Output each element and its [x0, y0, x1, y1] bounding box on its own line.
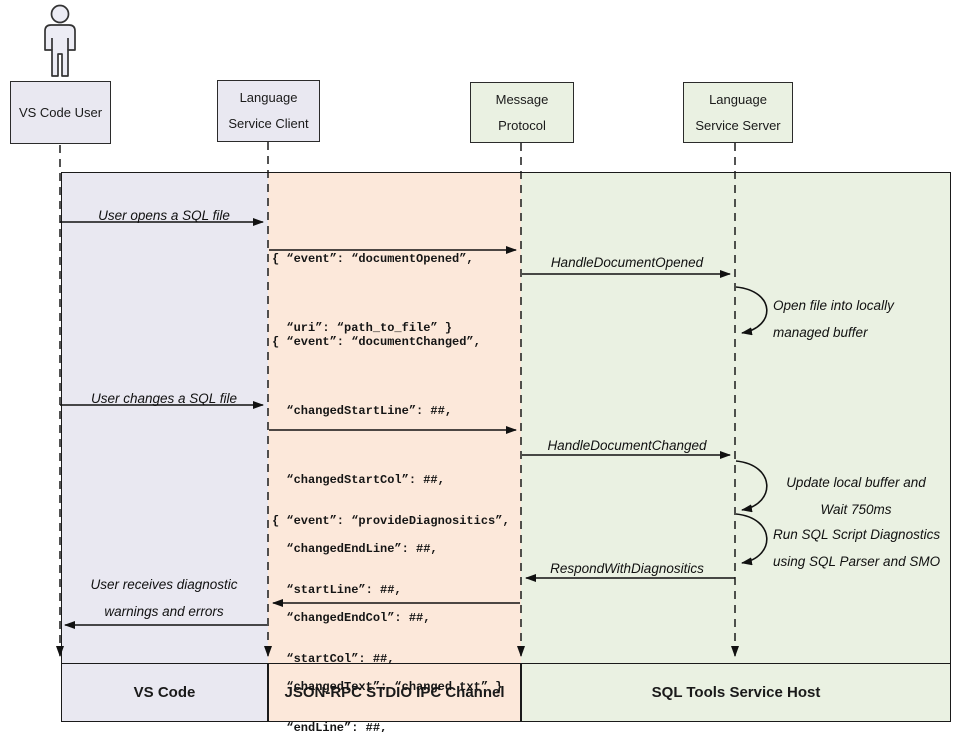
- note-line: managed buffer: [773, 325, 868, 340]
- user-actor-icon: [44, 4, 76, 77]
- actor-label: Language: [239, 90, 298, 105]
- message-label-user-opens: User opens a SQL file: [98, 208, 230, 223]
- lifeline-end-arrows: [56, 646, 739, 657]
- message-arrows: [60, 218, 735, 629]
- payload-provide-diagnositics: { “event”: “provideDiagnositics”, “start…: [272, 464, 510, 732]
- note-line: Run SQL Script Diagnostics: [773, 527, 941, 542]
- lifelines: [59, 142, 736, 646]
- payload-line: “changedStartLine”: ##,: [272, 404, 453, 418]
- note-line: using SQL Parser and SMO: [773, 554, 941, 569]
- actor-box-language-service-server: Language Service Server: [683, 82, 793, 143]
- payload-line: { “event”: “provideDiagnositics”,: [272, 514, 510, 528]
- payload-line: “startLine”: ##,: [272, 583, 402, 597]
- lane-sql-tools-host: [521, 172, 951, 722]
- message-label-user-receives: User receives diagnostic warnings and er…: [60, 571, 268, 625]
- actor-box-vs-code-user: VS Code User: [10, 81, 111, 144]
- message-label-handle-document-changed: HandleDocumentChanged: [547, 438, 707, 453]
- actor-label: Service Client: [228, 116, 309, 131]
- lane-vs-code: [61, 172, 268, 722]
- note-line: Open file into locally: [773, 298, 894, 313]
- actor-box-message-protocol: Message Protocol: [470, 82, 574, 143]
- actor-label: Message: [495, 91, 549, 107]
- note-line: Update local buffer and: [786, 475, 926, 490]
- actor-label: VS Code User: [18, 104, 103, 120]
- lane-json-rpc-channel: [268, 172, 521, 722]
- payload-line: “changedEndCol”: ##,: [272, 611, 431, 625]
- lane-label: VS Code: [133, 684, 196, 701]
- actor-label: Language: [709, 91, 767, 107]
- payload-line: “uri”: “path_to_file” }: [272, 321, 453, 335]
- label-line: warnings and errors: [104, 604, 224, 619]
- payload-document-changed: { “event”: “documentChanged”, “changedSt…: [272, 285, 502, 732]
- payload-line: “changedStartCol”: ##,: [272, 473, 445, 487]
- message-label-user-changes: User changes a SQL file: [90, 391, 238, 406]
- self-loop-arrows: [735, 286, 768, 566]
- actor-box-language-service-client: Language Service Client: [217, 80, 320, 142]
- note-run-diagnostics: Run SQL Script Diagnostics using SQL Par…: [773, 521, 955, 575]
- lane-label: JSON-RPC STDIO IPC Channel: [284, 684, 505, 701]
- lane-label: SQL Tools Service Host: [651, 684, 821, 701]
- payload-line: { “event”: “documentOpened”,: [272, 252, 474, 266]
- lane-box-json-rpc-channel: JSON-RPC STDIO IPC Channel: [268, 663, 521, 722]
- payload-line: “changedText”: “changed txt” }: [272, 680, 503, 694]
- actor-label: Service Server: [695, 117, 781, 133]
- note-open-file-buffer: Open file into locally managed buffer: [773, 292, 951, 346]
- payload-line: { “event”: “documentChanged”,: [272, 335, 481, 349]
- note-line: Wait 750ms: [820, 502, 892, 517]
- note-update-buffer-wait: Update local buffer and Wait 750ms: [770, 469, 942, 523]
- lane-box-vs-code: VS Code: [61, 663, 268, 722]
- payload-line: “changedEndLine”: ##,: [272, 542, 438, 556]
- message-label-respond-with-diagnositics: RespondWithDiagnositics: [550, 561, 704, 576]
- payload-line: “startCol”: ##,: [272, 652, 395, 666]
- lane-box-sql-tools-host: SQL Tools Service Host: [521, 663, 951, 722]
- payload-line: “endLine”: ##,: [272, 721, 388, 732]
- label-line: User receives diagnostic: [90, 577, 238, 592]
- message-label-handle-document-opened: HandleDocumentOpened: [550, 255, 704, 270]
- payload-document-opened: { “event”: “documentOpened”, “uri”: “pat…: [272, 202, 474, 386]
- actor-label: Protocol: [498, 117, 546, 133]
